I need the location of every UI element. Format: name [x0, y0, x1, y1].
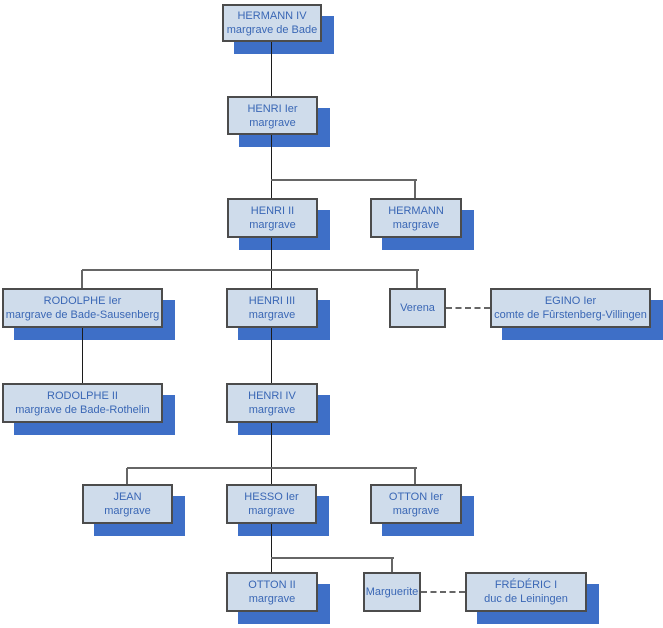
- connector-line: [82, 269, 419, 271]
- node-rodolphe-ier[interactable]: RODOLPHE Ier margrave de Bade-Sausenberg: [2, 288, 163, 328]
- node-hermann[interactable]: HERMANN margrave: [370, 198, 462, 238]
- node-henri-ii[interactable]: HENRI II margrave: [227, 198, 318, 238]
- connector-line: [127, 467, 417, 469]
- connector-line: [126, 468, 128, 484]
- connector-line: [271, 135, 272, 198]
- person-name: HENRI Ier: [247, 102, 298, 115]
- person-title: margrave: [248, 505, 295, 517]
- connector-line: [271, 42, 272, 96]
- person-title: duc de Leiningen: [484, 593, 568, 605]
- person-title: margrave: [249, 219, 296, 231]
- person-title: margrave: [248, 404, 296, 416]
- node-verena[interactable]: Verena: [389, 288, 446, 328]
- node-otton-ier[interactable]: OTTON Ier margrave: [370, 484, 462, 524]
- person-title: margrave de Bade-Sausenberg: [5, 309, 160, 321]
- node-henri-iv[interactable]: HENRI IV margrave: [226, 383, 318, 423]
- node-henri-iii[interactable]: HENRI III margrave: [226, 288, 318, 328]
- person-name: HENRI III: [248, 295, 296, 307]
- node-hermann-iv[interactable]: HERMANN IV margrave de Bade: [222, 4, 322, 42]
- person-title: margrave: [392, 219, 440, 231]
- person-title: margrave de Bade-Rothelin: [15, 404, 150, 416]
- connector-line: [271, 557, 394, 559]
- connector-line: [391, 558, 393, 572]
- person-name: Marguerite: [365, 586, 419, 598]
- connector-line: [271, 423, 272, 484]
- person-name: JEAN: [113, 491, 142, 503]
- connector-line: [271, 179, 417, 181]
- person-title: margrave: [392, 505, 440, 517]
- node-frederic-i[interactable]: FRÉDÉRIC I duc de Leiningen: [465, 572, 587, 612]
- person-name: HESSO Ier: [244, 491, 299, 503]
- connector-line: [271, 328, 272, 383]
- connector-line: [414, 468, 416, 484]
- person-name: RODOLPHE Ier: [43, 295, 122, 307]
- connector-line: [82, 328, 83, 383]
- connector-line: [81, 270, 83, 288]
- person-name: OTTON Ier: [388, 491, 444, 503]
- person-name: HENRI IV: [248, 390, 296, 402]
- person-name: RODOLPHE II: [47, 390, 118, 402]
- person-title: margrave: [248, 593, 296, 605]
- person-name: OTTON II: [248, 579, 296, 591]
- node-marguerite[interactable]: Marguerite: [363, 572, 421, 612]
- connector-line: [271, 524, 272, 572]
- connector-line: [271, 238, 272, 288]
- person-name: FRÉDÉRIC I: [494, 579, 558, 591]
- connector-line: [414, 180, 416, 198]
- connector-line: [416, 270, 418, 288]
- node-hesso-ier[interactable]: HESSO Ier margrave: [226, 484, 317, 524]
- person-title: margrave: [104, 505, 151, 517]
- person-name: Verena: [400, 302, 435, 314]
- person-name: HENRI II: [250, 205, 295, 217]
- node-otton-ii[interactable]: OTTON II margrave: [226, 572, 318, 612]
- person-title: comte de Fûrstenberg-Villingen: [494, 309, 647, 321]
- node-rodolphe-ii[interactable]: RODOLPHE II margrave de Bade-Rothelin: [2, 383, 163, 423]
- person-name: EGINO Ier: [544, 295, 597, 307]
- node-jean[interactable]: JEAN margrave: [82, 484, 173, 524]
- marriage-dashed-line: [446, 307, 490, 309]
- person-title: margrave: [248, 309, 296, 321]
- person-title: margrave de Bade: [226, 24, 318, 36]
- marriage-dashed-line: [421, 591, 465, 593]
- person-title: margrave: [249, 116, 296, 129]
- person-name: HERMANN IV: [237, 10, 307, 22]
- node-egino-ier[interactable]: EGINO Ier comte de Fûrstenberg-Villingen: [490, 288, 651, 328]
- person-name: HERMANN: [388, 205, 444, 217]
